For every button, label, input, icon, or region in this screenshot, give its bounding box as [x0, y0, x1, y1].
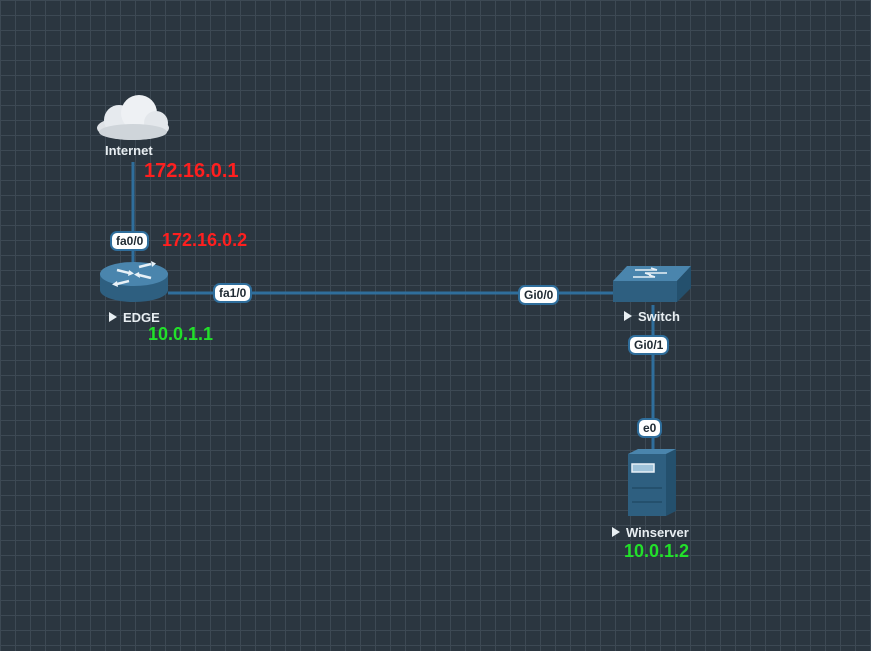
port-edge-fa0-0[interactable]: fa0/0	[110, 231, 150, 251]
ip-edge-inside: 10.0.1.1	[148, 324, 214, 344]
ip-edge-outside: 172.16.0.2	[162, 230, 248, 250]
cloud-icon	[97, 95, 169, 140]
node-label-winserver: Winserver	[612, 525, 689, 540]
play-icon[interactable]	[612, 527, 620, 537]
node-winserver[interactable]	[626, 448, 678, 518]
node-label-switch: Switch	[624, 309, 680, 324]
port-switch-gi0-0[interactable]: Gi0/0	[518, 285, 560, 305]
port-switch-gi0-1[interactable]: Gi0/1	[628, 335, 670, 355]
play-icon[interactable]	[109, 312, 117, 322]
node-switch[interactable]	[611, 264, 693, 304]
port-edge-fa1-0[interactable]: fa1/0	[213, 283, 253, 303]
node-label-internet: Internet	[105, 143, 153, 158]
router-icon	[100, 261, 168, 302]
play-icon[interactable]	[624, 311, 632, 321]
node-edge[interactable]	[99, 260, 169, 306]
ip-winserver: 10.0.1.2	[624, 541, 690, 561]
node-internet[interactable]	[93, 92, 173, 142]
ip-internet: 172.16.0.1	[144, 160, 239, 182]
node-label-edge: EDGE	[109, 310, 160, 325]
server-icon	[628, 449, 676, 516]
port-winserver-e0[interactable]: e0	[637, 418, 663, 438]
switch-icon	[613, 266, 691, 302]
